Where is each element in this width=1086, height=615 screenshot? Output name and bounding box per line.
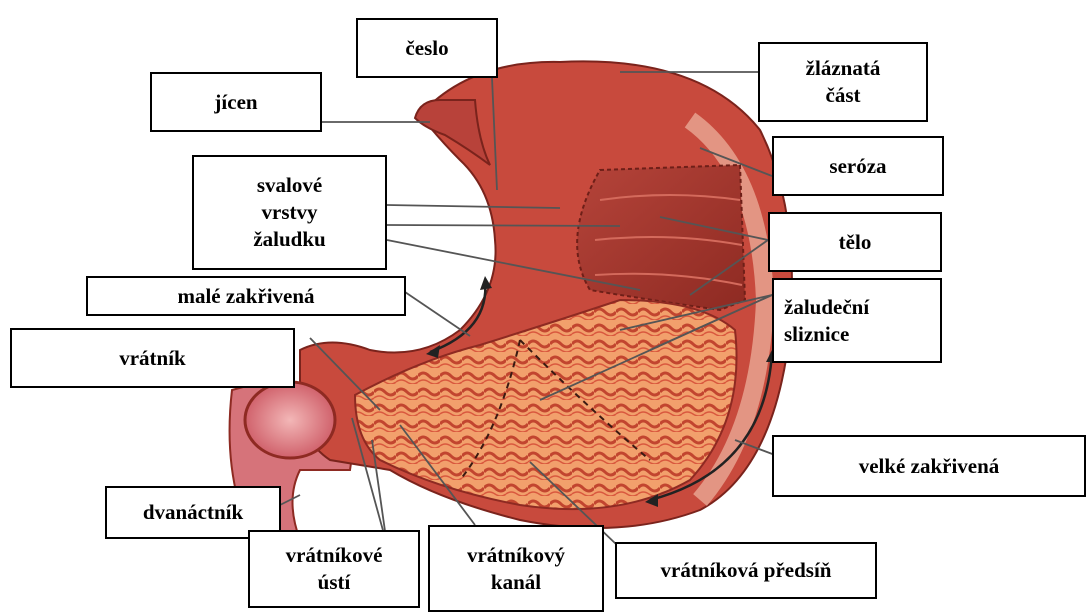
- label-zlaznata-cast: žláznatá část: [758, 42, 928, 122]
- label-vratnik: vrátník: [10, 328, 295, 388]
- label-male-zakrivena: malé zakřivená: [86, 276, 406, 316]
- label-seroza: seróza: [772, 136, 944, 196]
- label-svalove-vrstvy: svalové vrstvy žaludku: [192, 155, 387, 270]
- label-vratnikovy-kanal: vrátníkový kanál: [428, 525, 604, 612]
- label-telo: tělo: [768, 212, 942, 272]
- label-vratnikove-usti: vrátníkové ústí: [248, 530, 420, 608]
- label-vratnikova-predsin: vrátníková předsíň: [615, 542, 877, 599]
- label-ceslo: česlo: [356, 18, 498, 78]
- label-jicen: jícen: [150, 72, 322, 132]
- label-zaludecni-sliznice: žaludeční sliznice: [772, 278, 942, 363]
- label-velke-zakrivena: velké zakřivená: [772, 435, 1086, 497]
- pyloric-opening: [245, 382, 335, 458]
